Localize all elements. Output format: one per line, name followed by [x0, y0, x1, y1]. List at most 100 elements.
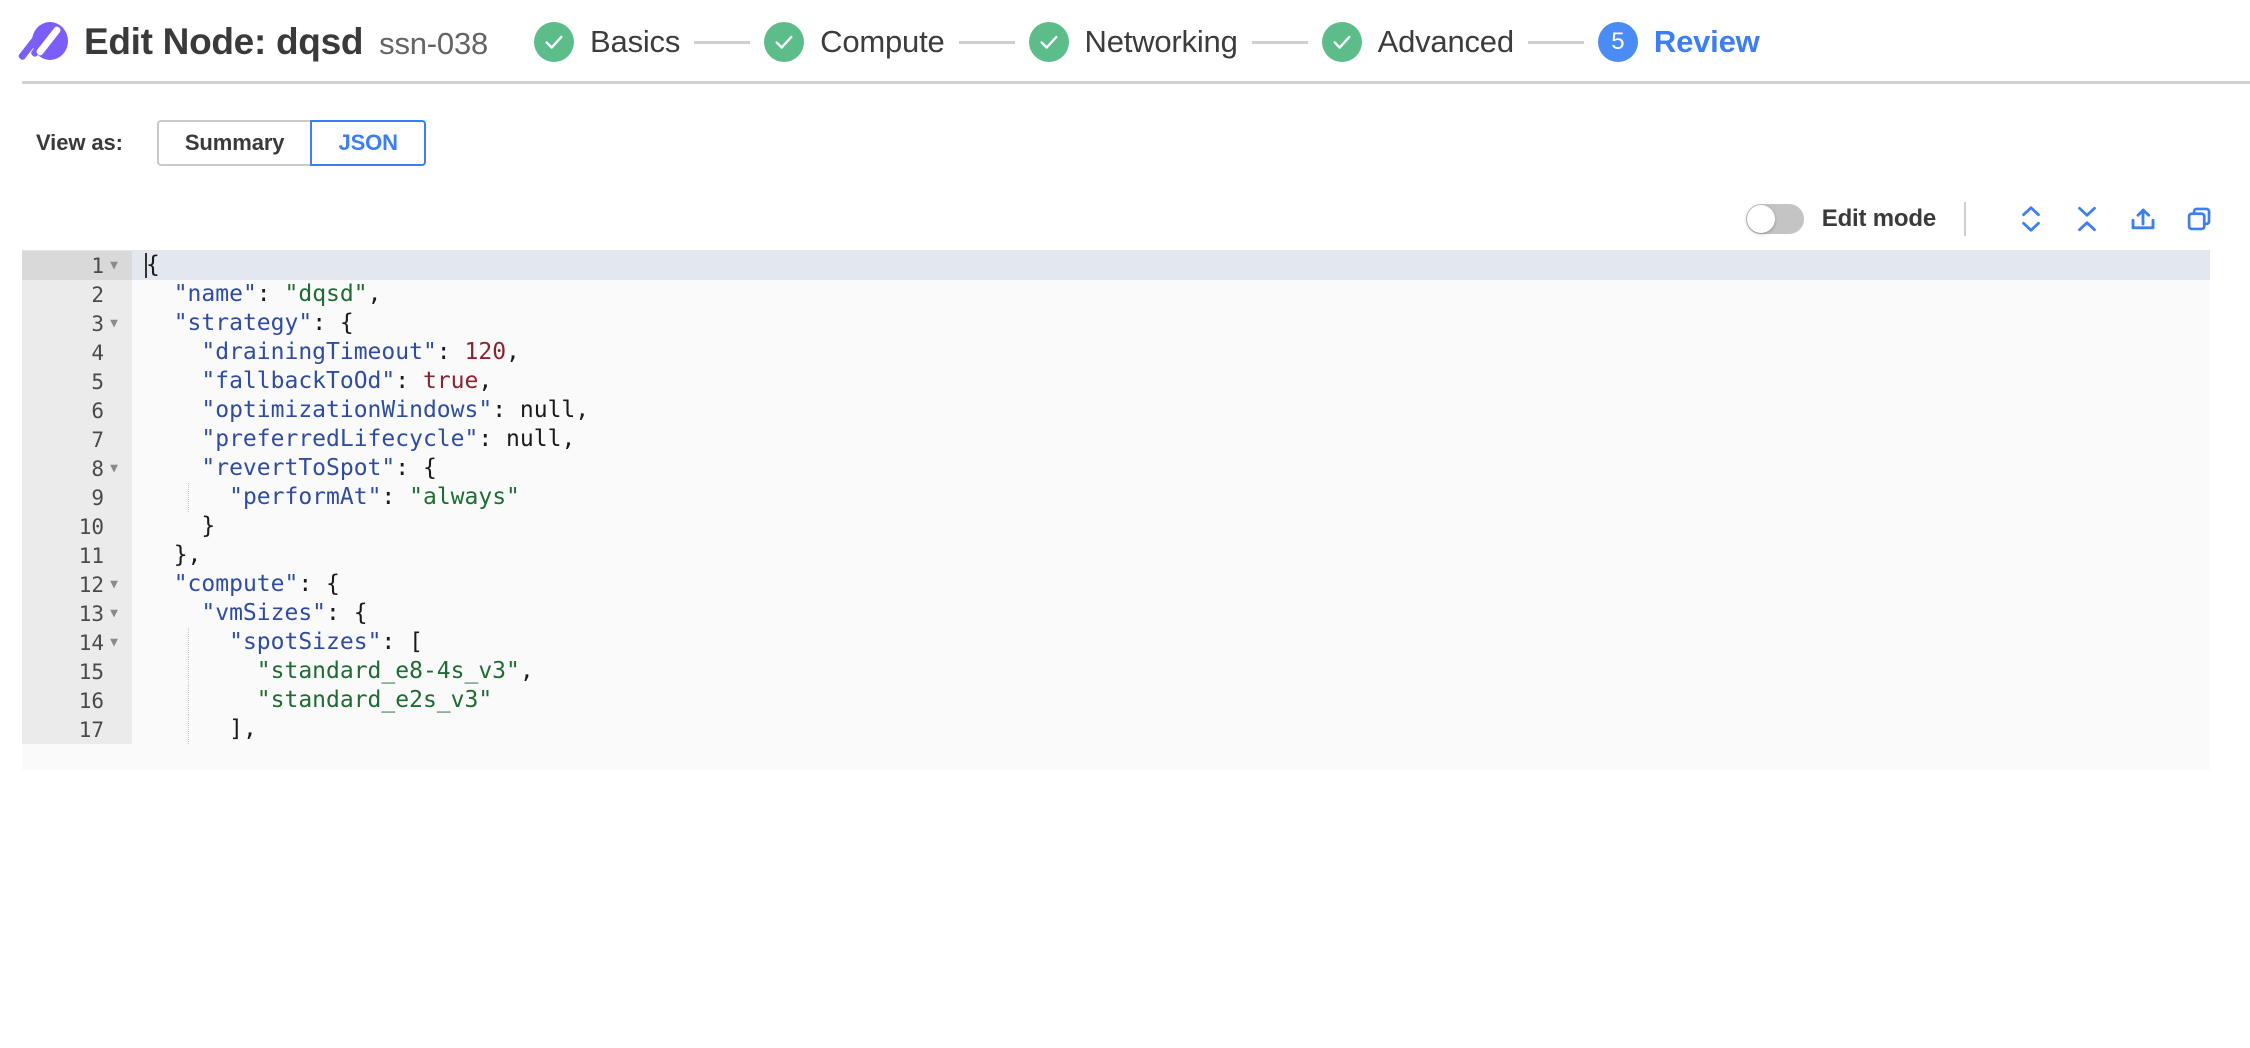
indent-space — [146, 571, 174, 597]
json-token-punc: : — [256, 281, 285, 307]
step-connector — [1251, 40, 1308, 44]
code-text[interactable]: }, — [132, 541, 2210, 570]
code-line[interactable]: 14▼ "spotSizes": [ — [22, 628, 2210, 657]
code-line[interactable]: 17▼ ], — [22, 715, 2210, 744]
step-label: Review — [1653, 24, 1760, 59]
step-networking[interactable]: Networking — [1028, 22, 1238, 62]
json-token-punc: : — [492, 397, 520, 423]
collapse-all-icon[interactable] — [2070, 202, 2104, 236]
json-token-punc: , — [519, 658, 534, 684]
json-code-body[interactable]: 1 ▼ {2▼ "name": "dqsd",3▼ "strategy": {4▼ … — [22, 251, 2210, 744]
step-basics[interactable]: Basics — [534, 22, 680, 62]
step-advanced[interactable]: Advanced — [1321, 22, 1514, 62]
code-text[interactable]: "revertToSpot": { — [132, 454, 2210, 483]
code-text[interactable]: "spotSizes": [ — [132, 628, 2210, 657]
code-line[interactable]: 4▼ "drainingTimeout": 120, — [22, 338, 2210, 367]
code-text[interactable]: "vmSizes": { — [132, 599, 2210, 628]
view-as-summary-button[interactable]: Summary — [156, 120, 311, 166]
line-number: 16 — [78, 688, 104, 713]
line-gutter: 8▼ — [22, 454, 132, 483]
export-icon[interactable] — [2126, 202, 2160, 236]
code-line[interactable]: 6▼ "optimizationWindows": null, — [22, 396, 2210, 425]
line-gutter: 5▼ — [22, 367, 132, 396]
line-gutter: 17▼ — [22, 715, 132, 744]
step-compute[interactable]: Compute — [764, 22, 945, 62]
code-text[interactable]: { — [132, 251, 2210, 280]
json-token-punc: : { — [298, 571, 340, 597]
indent-space — [146, 455, 201, 481]
json-editor[interactable]: 1 ▼ {2▼ "name": "dqsd",3▼ "strategy": {4▼ … — [22, 250, 2210, 770]
code-line[interactable]: 8▼ "revertToSpot": { — [22, 454, 2210, 483]
code-text[interactable]: "standard_e8-4s_v3", — [132, 657, 2210, 686]
line-number: 1 — [91, 253, 104, 278]
code-text[interactable]: ], — [132, 715, 2210, 744]
json-token-bool: true — [422, 368, 479, 394]
code-text[interactable]: "preferredLifecycle": null, — [132, 425, 2210, 454]
code-text[interactable]: "fallbackToOd": true, — [132, 367, 2210, 396]
indent-guide — [187, 657, 189, 686]
view-as-json-button[interactable]: JSON — [310, 120, 426, 166]
code-text[interactable]: "optimizationWindows": null, — [132, 396, 2210, 425]
line-gutter: 7▼ — [22, 425, 132, 454]
step-review[interactable]: 5 Review — [1597, 22, 1760, 62]
step-label: Advanced — [1377, 24, 1514, 59]
fold-arrow-icon[interactable]: ▼ — [110, 635, 118, 650]
edit-mode-toggle[interactable] — [1745, 204, 1804, 234]
fold-arrow-icon[interactable]: ▼ — [110, 316, 118, 331]
code-text[interactable]: "performAt": "always" — [132, 483, 2210, 512]
copy-icon[interactable] — [2182, 202, 2216, 236]
json-token-key: "vmSizes" — [201, 600, 327, 626]
indent-space — [146, 339, 201, 365]
code-line[interactable]: 15▼ "standard_e8-4s_v3", — [22, 657, 2210, 686]
view-as-row: View as: Summary JSON — [0, 84, 2250, 166]
code-line[interactable]: 13▼ "vmSizes": { — [22, 599, 2210, 628]
expand-all-icon[interactable] — [2014, 202, 2048, 236]
line-gutter: 10▼ — [22, 512, 132, 541]
code-line[interactable]: 16▼ "standard_e2s_v3" — [22, 686, 2210, 715]
step-connector — [958, 40, 1015, 44]
json-token-punc: : { — [312, 310, 354, 336]
check-icon — [764, 22, 805, 62]
json-token-punc: , — [506, 339, 520, 365]
line-gutter: 2▼ — [22, 280, 132, 309]
header-divider — [22, 81, 2250, 84]
view-as-segmented-control[interactable]: Summary JSON — [156, 120, 426, 166]
json-token-key: "strategy" — [173, 310, 313, 336]
page-subtitle: ssn-038 — [379, 26, 489, 61]
json-token-str: "dqsd" — [284, 281, 368, 307]
indent-guide — [187, 628, 189, 657]
json-token-key: "preferredLifecycle" — [201, 426, 479, 452]
json-token-punc: : — [436, 339, 465, 365]
json-token-punc: ], — [229, 716, 257, 742]
toggle-knob — [1746, 205, 1775, 233]
code-line[interactable]: 11▼ }, — [22, 541, 2210, 570]
code-text[interactable]: "drainingTimeout": 120, — [132, 338, 2210, 367]
json-token-null: null — [506, 426, 562, 452]
code-line[interactable]: 9▼ "performAt": "always" — [22, 483, 2210, 512]
json-token-punc: , — [478, 368, 493, 394]
json-token-key: "drainingTimeout" — [201, 339, 437, 365]
check-icon — [534, 22, 575, 62]
code-text[interactable]: } — [132, 512, 2210, 541]
indent-space — [146, 368, 201, 394]
code-text[interactable]: "standard_e2s_v3" — [132, 686, 2210, 715]
code-line[interactable]: 2▼ "name": "dqsd", — [22, 280, 2210, 309]
fold-arrow-icon[interactable]: ▼ — [110, 461, 118, 476]
code-line[interactable]: 10▼ } — [22, 512, 2210, 541]
code-text[interactable]: "compute": { — [132, 570, 2210, 599]
code-text[interactable]: "name": "dqsd", — [132, 280, 2210, 309]
code-line[interactable]: 7▼ "preferredLifecycle": null, — [22, 425, 2210, 454]
code-line[interactable]: 1 ▼ { — [22, 251, 2210, 280]
fold-arrow-icon[interactable]: ▼ — [110, 258, 118, 273]
fold-arrow-icon[interactable]: ▼ — [110, 606, 118, 621]
code-text[interactable]: "strategy": { — [132, 309, 2210, 338]
code-line[interactable]: 3▼ "strategy": { — [22, 309, 2210, 338]
line-gutter: 16▼ — [22, 686, 132, 715]
line-number: 9 — [91, 485, 104, 510]
code-line[interactable]: 5▼ "fallbackToOd": true, — [22, 367, 2210, 396]
json-token-key: "compute" — [173, 571, 299, 597]
code-line[interactable]: 12▼ "compute": { — [22, 570, 2210, 599]
fold-arrow-icon[interactable]: ▼ — [110, 577, 118, 592]
app-header: Edit Node: dqsd ssn-038 Basics Compute — [0, 0, 2250, 84]
line-gutter: 9▼ — [22, 483, 132, 512]
